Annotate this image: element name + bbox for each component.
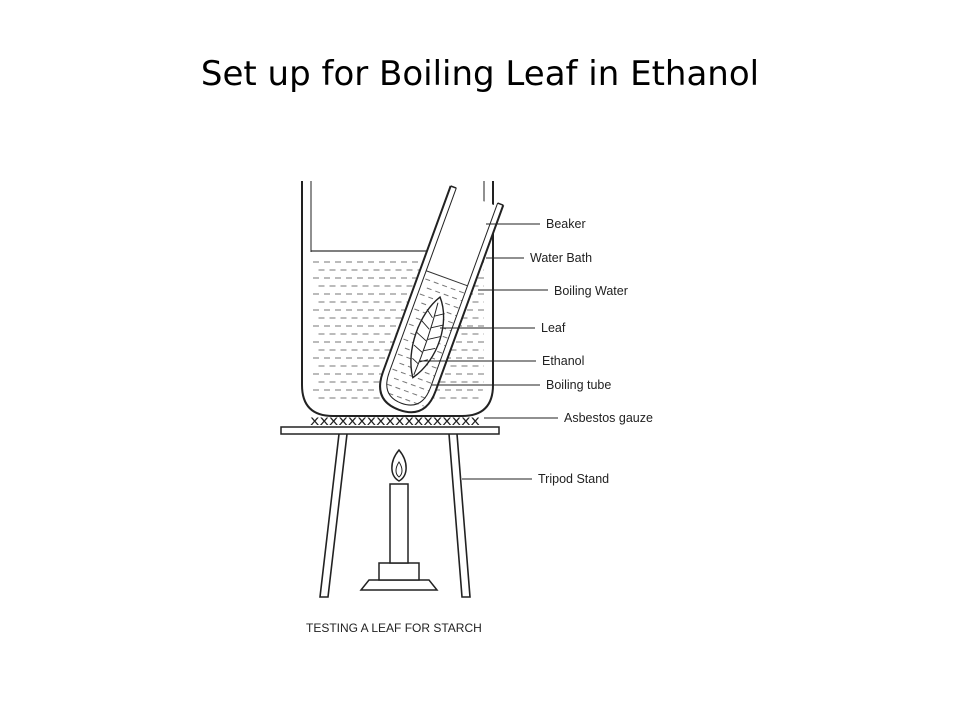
boiling-tube [374,185,505,415]
leaf [410,295,445,379]
label-boiling-water: Boiling Water [554,284,628,298]
asbestos-gauze-marks: xxxxxxxxxxxxxxxxxx [310,414,480,429]
diagram-caption: TESTING A LEAF FOR STARCH [306,621,482,635]
tripod-stand [319,433,471,598]
label-asbestos-gauze: Asbestos gauze [564,411,653,425]
leader-lines [420,223,558,480]
label-tripod-stand: Tripod Stand [538,472,609,486]
bunsen-burner [359,448,439,591]
label-water-bath: Water Bath [530,251,592,265]
label-ethanol: Ethanol [542,354,584,368]
label-beaker: Beaker [546,217,586,231]
label-boiling-tube: Boiling tube [546,378,611,392]
label-leaf: Leaf [541,321,566,335]
slide-title: Set up for Boiling Leaf in Ethanol [200,54,760,94]
beaker [301,181,494,417]
tripod-plate [280,426,500,435]
